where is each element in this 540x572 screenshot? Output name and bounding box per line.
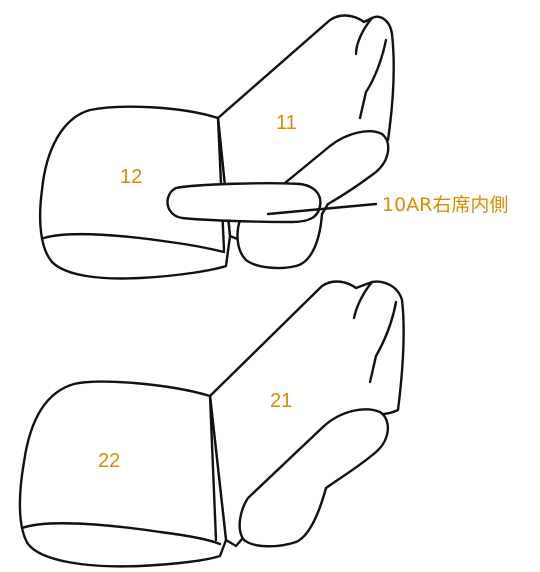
label-10ar-callout: 10AR右席内側: [382, 194, 508, 216]
top-armrest-outline: [166, 182, 322, 224]
bottom-side-bolster: [368, 300, 398, 384]
bottom-headrest-fold: [352, 280, 374, 320]
label-11: 11: [276, 112, 297, 134]
bottom-cushion-seam: [208, 394, 218, 542]
bottom-side-bolster-lower: [238, 408, 389, 548]
bottom-cushion-outline: [18, 380, 228, 568]
top-armrest: [166, 182, 378, 224]
top-side-bolster: [358, 38, 388, 120]
label-12: 12: [120, 166, 142, 188]
bottom-cushion: [18, 380, 228, 568]
label-21: 21: [270, 390, 292, 412]
top-seat: 11 12 10AR右席内側: [38, 14, 508, 280]
bottom-seat: 21 22: [18, 280, 405, 568]
top-cushion-outline: [38, 105, 232, 280]
callout-leader-line: [266, 202, 378, 216]
top-headrest-fold: [354, 16, 374, 56]
label-22: 22: [98, 450, 120, 472]
bottom-cushion-front-edge: [20, 522, 222, 546]
top-cushion-front-edge: [42, 232, 226, 254]
